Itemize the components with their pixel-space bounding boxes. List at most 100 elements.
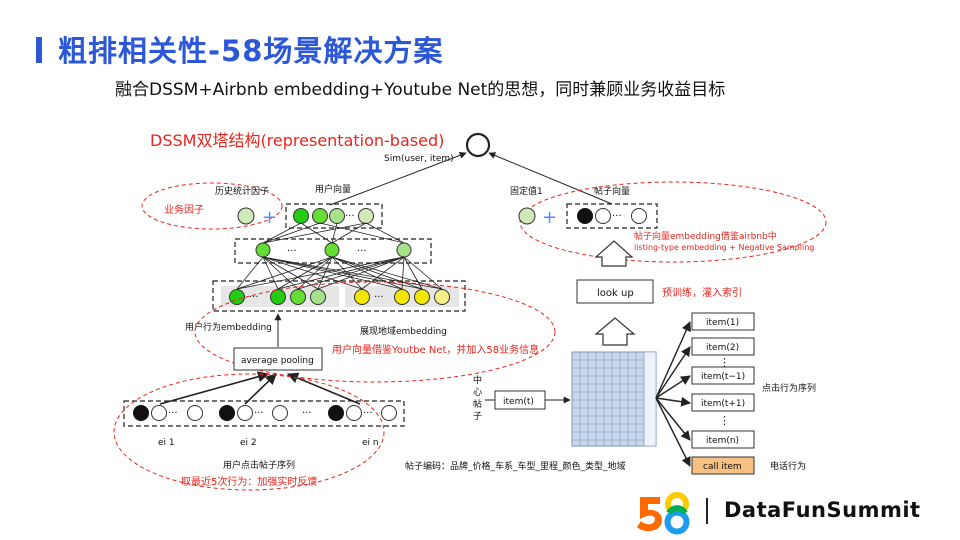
- region-emb-node: [354, 289, 370, 305]
- call-item-label: call item: [703, 462, 742, 472]
- up-arrow-icon: [594, 317, 636, 346]
- sim-label: Sim(user, item): [384, 154, 454, 164]
- pretrain-note: 预训练，灌入索引: [662, 286, 742, 299]
- user-vector-box: [285, 203, 383, 229]
- page-title: 粗排相关性-58场景解决方案: [58, 34, 444, 68]
- brand-logo-58: [637, 492, 690, 535]
- ei-label-2: ei 2: [240, 438, 257, 448]
- lookup-box: [576, 279, 654, 304]
- avg-pooling-box: [233, 347, 323, 371]
- hidden-node: [255, 242, 271, 258]
- click-seq-group-2: ···: [219, 405, 288, 421]
- fixed-value-node: [518, 207, 536, 225]
- seq-item-label: item(t−1): [701, 372, 745, 382]
- region-emb-node: [414, 289, 430, 305]
- click-sequence-box: [123, 400, 405, 427]
- sim-node: [465, 132, 491, 158]
- seq-item-box: [691, 393, 755, 412]
- dots-label: ···: [363, 408, 373, 419]
- user-vector-node: [312, 208, 328, 224]
- behavior-emb-node: [229, 289, 245, 305]
- post-vector-ellipse: [519, 181, 827, 263]
- post-vector-node: [577, 208, 593, 224]
- user-to-sim-arrow: [329, 151, 467, 206]
- call-item-box: [691, 456, 755, 475]
- seq-item-box: [691, 312, 755, 331]
- seq-item-label: item(n): [706, 436, 739, 446]
- dots-label: ···: [374, 292, 384, 303]
- dots-label: ···: [249, 292, 259, 303]
- up-arrow-icon: [594, 240, 634, 267]
- post-vector-label: 帖子向量: [594, 185, 630, 197]
- input-to-hidden-links: [236, 256, 443, 290]
- user-behavior-emb-label: 用户行为embedding: [185, 321, 272, 333]
- post-vector-box: [566, 203, 658, 229]
- dots-label: ···: [357, 246, 367, 257]
- click-seq-group-1: ···: [133, 405, 203, 421]
- region-emb-node: [434, 289, 450, 305]
- post-to-sim-arrow: [488, 152, 613, 205]
- ei-label-n: ei n: [362, 438, 379, 448]
- post-vector-note-2: listing-type embedding + Negative Sampli…: [634, 243, 814, 252]
- display-region-emb-label: 展现地域embedding: [360, 325, 447, 337]
- hidden-node: [396, 242, 412, 258]
- fixed-value-label: 固定值1: [510, 185, 543, 197]
- dots-label: ···: [168, 408, 178, 419]
- region-emb-node: [394, 289, 410, 305]
- title-accent-bar: [36, 37, 42, 63]
- ei-label-1: ei 1: [158, 438, 175, 448]
- post-vector-node: [595, 208, 611, 224]
- user-vector-note: 用户向量借鉴Youtbe Net，并加入58业务信息: [332, 343, 539, 356]
- seq-item-label: item(1): [706, 318, 739, 328]
- post-vector-node: [631, 208, 647, 224]
- behavior-emb-node: [290, 289, 306, 305]
- recent-behavior-ellipse: [113, 373, 385, 491]
- user-vector-label: 用户向量: [315, 183, 351, 195]
- click-seq-label: 点击行为序列: [762, 382, 816, 394]
- embedding-matrix: [571, 351, 657, 447]
- behavior-emb-node: [270, 289, 286, 305]
- dots-label: ···: [345, 211, 355, 222]
- seq-item-box: [691, 337, 755, 356]
- history-factor-node: [237, 207, 255, 225]
- business-factor-ellipse: [141, 182, 283, 230]
- logo-separator: [706, 498, 708, 524]
- hidden-node: [324, 242, 340, 258]
- hidden-to-user-links: [262, 222, 405, 244]
- user-vector-ellipse: [194, 281, 556, 383]
- seq-item-label: item(t+1): [701, 399, 745, 409]
- post-vector-note-1: 帖子向量embedding借鉴airbnb中: [634, 230, 777, 242]
- user-click-seq-label: 用户点击帖子序列: [223, 459, 295, 471]
- post-encoding-label: 帖子编码：品牌_价格_车系_车型_里程_颜色_类型_地域: [405, 460, 626, 472]
- context-item-arrows: [655, 321, 691, 467]
- seq-item-box: [691, 366, 755, 385]
- vertical-ellipsis: ⋮: [719, 356, 730, 369]
- item-t-label: item(t): [503, 397, 534, 407]
- business-factor-note: 业务因子: [164, 203, 204, 216]
- page-subtitle: 融合DSSM+Airbnb embedding+Youtube Net的思想，同…: [115, 80, 726, 100]
- click-seq-group-n: ···: [328, 405, 397, 421]
- user-vector-node: [293, 208, 309, 224]
- seq-item-box: [691, 430, 755, 449]
- user-vector-node: [329, 208, 345, 224]
- input-embedding-box: [212, 280, 466, 312]
- lookup-label: look up: [597, 288, 634, 299]
- datafun-summit-logo: DataFunSummit: [724, 498, 921, 522]
- seq-to-pool-arrows: [159, 371, 361, 405]
- avg-pooling-label: average pooling: [241, 356, 314, 366]
- plus-icon: +: [262, 207, 277, 228]
- dots-label: ···: [302, 408, 312, 419]
- history-stats-label: 历史统计因子: [215, 185, 269, 197]
- user-vector-node: [358, 208, 374, 224]
- dssm-title: DSSM双塔结构(representation-based): [150, 131, 444, 150]
- phone-behavior-label: 电话行为: [770, 460, 806, 472]
- dots-label: ···: [612, 211, 622, 222]
- dots-label: ···: [254, 408, 264, 419]
- center-post-label: 中心帖子: [473, 374, 482, 422]
- dots-label: ···: [287, 246, 297, 257]
- behavior-emb-node: [310, 289, 326, 305]
- vertical-ellipsis: ⋮: [719, 414, 730, 427]
- plus-icon: +: [542, 207, 557, 228]
